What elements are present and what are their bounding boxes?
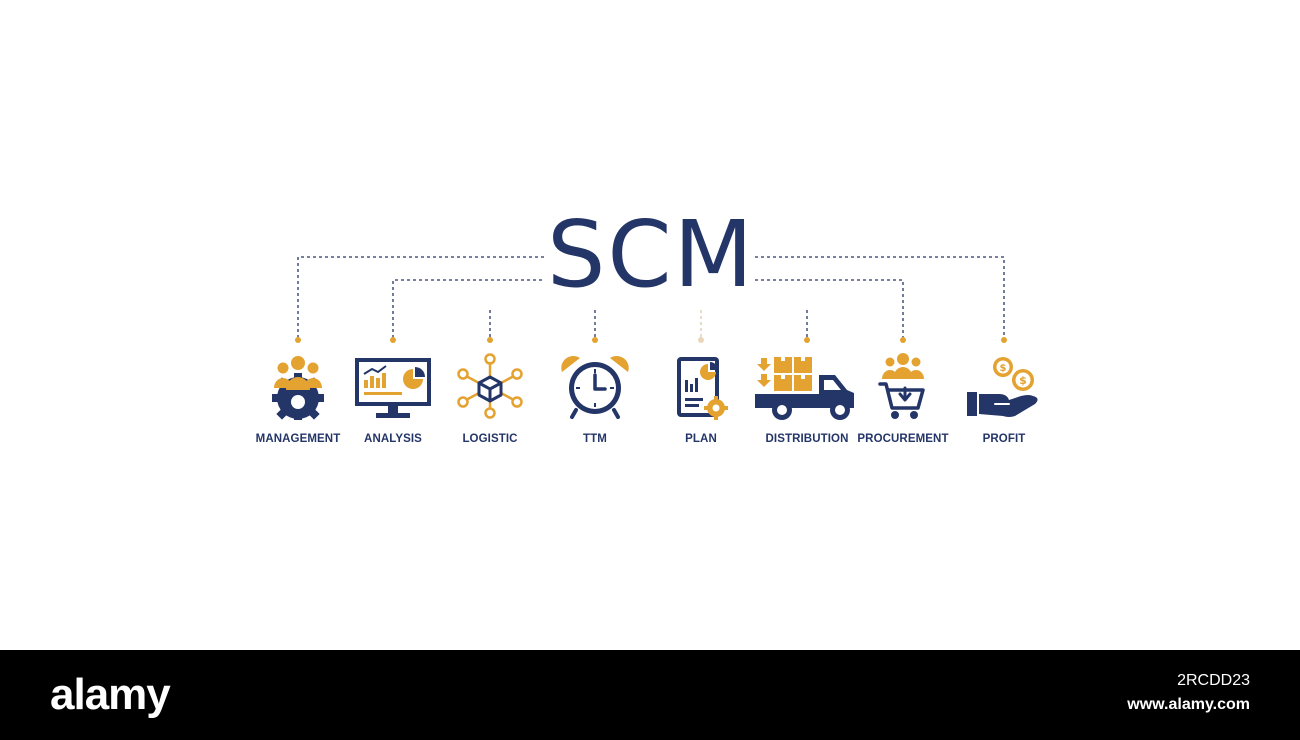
connector-management xyxy=(297,256,545,338)
item-label: PLAN xyxy=(685,433,717,445)
item-analysis: ANALYSIS xyxy=(338,350,448,455)
item-label: MANAGEMENT xyxy=(255,433,341,445)
item-management: MANAGEMENT xyxy=(243,350,353,455)
item-logistic: LOGISTIC xyxy=(435,350,545,455)
dot-ttm xyxy=(592,337,598,343)
dot-distribution xyxy=(804,337,810,343)
connector-analysis xyxy=(392,279,545,338)
svg-text:$: $ xyxy=(1019,374,1027,387)
svg-text:$: $ xyxy=(1000,363,1007,374)
dot-procurement xyxy=(900,337,906,343)
dot-analysis xyxy=(390,337,396,343)
brand-logo: alamy xyxy=(50,670,171,719)
alarm-clock-icon xyxy=(561,355,629,419)
stock-id: 2RCDD23 xyxy=(1177,672,1250,689)
connector-procurement xyxy=(755,279,904,338)
item-label: PROCUREMENT xyxy=(857,433,949,445)
infographic-canvas: SCM MANAGEMENT xyxy=(243,201,1059,455)
item-label: ANALYSIS xyxy=(364,433,422,445)
item-label: PROFIT xyxy=(982,433,1026,445)
item-procurement: PROCUREMENT xyxy=(848,350,958,455)
shopping-cart-team-icon xyxy=(878,353,925,419)
dot-plan xyxy=(698,337,704,343)
hand-coins-icon: $ $ xyxy=(967,357,1038,417)
network-box-icon xyxy=(457,353,523,419)
dot-profit xyxy=(1001,337,1007,343)
item-label: LOGISTIC xyxy=(462,433,518,445)
page-title: SCM xyxy=(546,201,755,308)
document-gear-icon xyxy=(677,357,728,420)
connector-lines xyxy=(295,256,1007,343)
connector-profit xyxy=(755,256,1005,338)
item-distribution: DISTRIBUTION xyxy=(752,350,862,455)
item-label: TTM xyxy=(583,433,607,445)
team-gear-icon xyxy=(272,356,324,420)
footer-bar: alamy 2RCDD23 www.alamy.com xyxy=(0,650,1300,740)
site-url: www.alamy.com xyxy=(1127,696,1250,713)
item-ttm: TTM xyxy=(540,350,650,455)
item-profit: $ $ PROFIT xyxy=(949,350,1059,455)
monitor-chart-icon xyxy=(355,358,431,418)
dot-logistic xyxy=(487,337,493,343)
delivery-truck-icon xyxy=(755,357,854,420)
item-plan: PLAN xyxy=(646,350,756,455)
dot-management xyxy=(295,337,301,343)
item-label: DISTRIBUTION xyxy=(765,433,849,445)
